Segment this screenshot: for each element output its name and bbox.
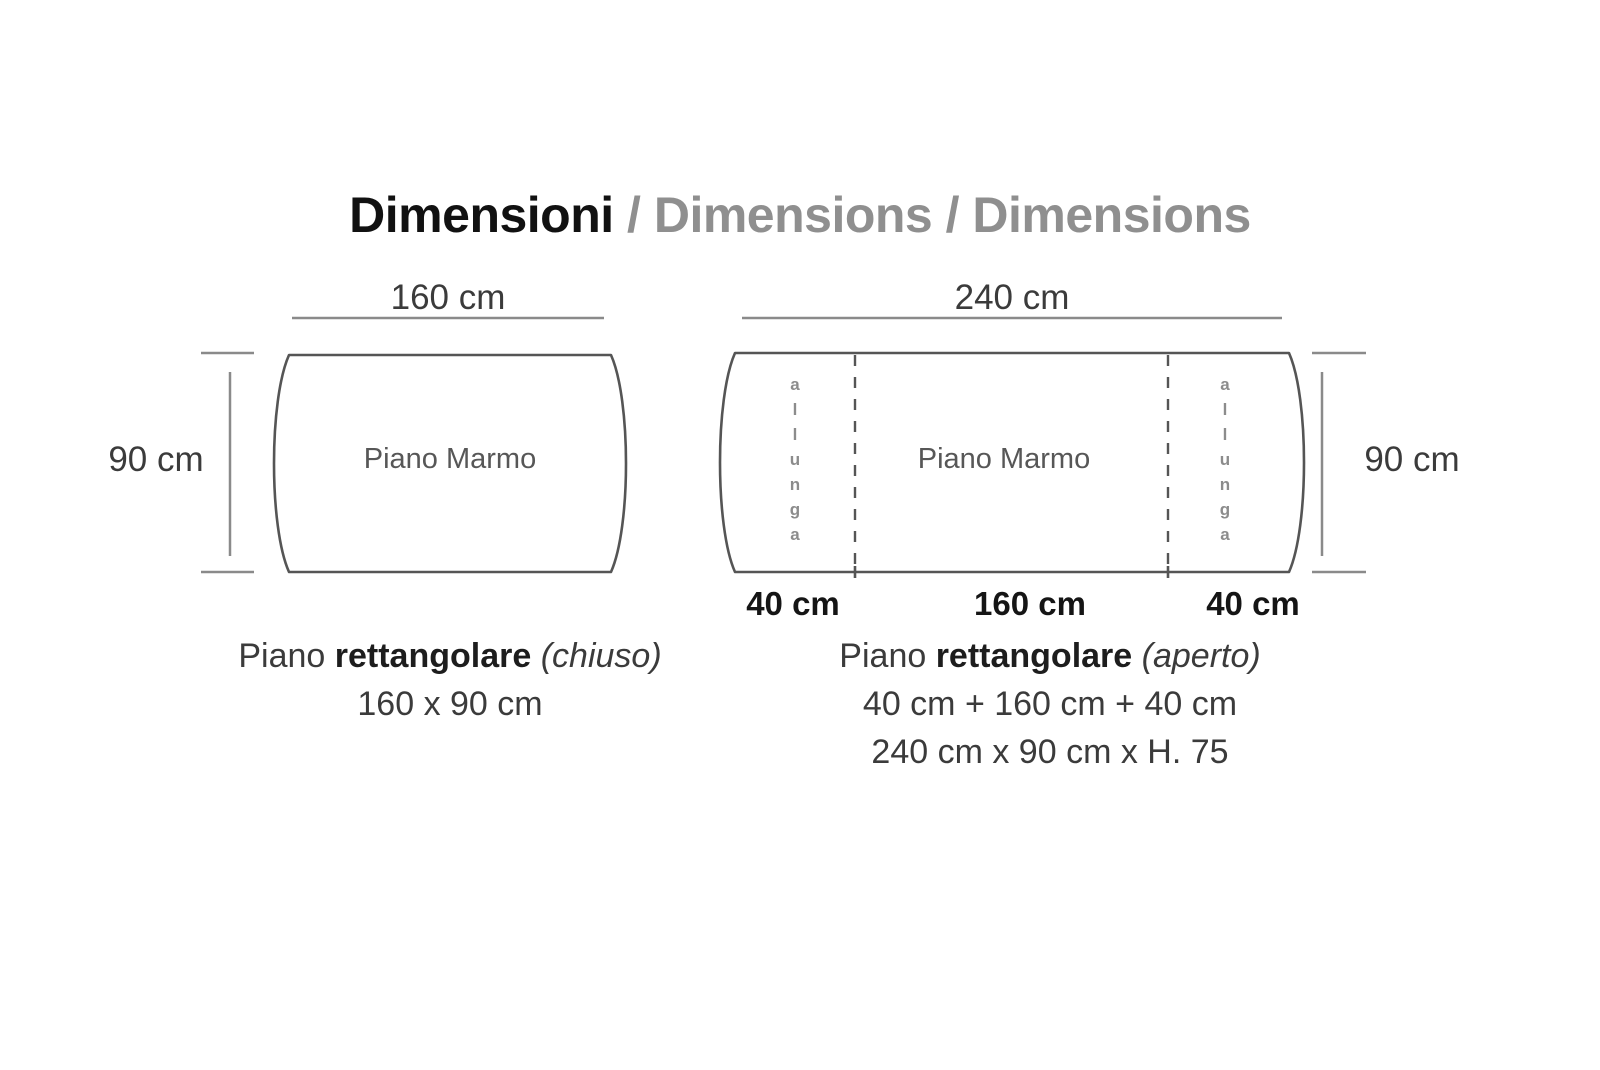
allunga-letter: u — [1219, 450, 1231, 469]
allunga-letter: a — [790, 375, 800, 394]
left-extension-width-label: 40 cm — [746, 585, 840, 622]
left-caption: Piano rettangolare (chiuso) 160 x 90 cm — [130, 632, 770, 728]
allunga-letter: g — [789, 500, 801, 519]
allunga-letter: a — [1220, 525, 1230, 544]
right-caption: Piano rettangolare (aperto) 40 cm + 160 … — [700, 632, 1400, 776]
allunga-letter: a — [790, 525, 800, 544]
left-caption-regular: Piano — [238, 637, 335, 675]
right-table-group — [718, 316, 1366, 578]
left-caption-bold: rettangolare — [334, 637, 532, 675]
right-extension-label: a l l u n g a — [1212, 372, 1238, 547]
allunga-letter: u — [789, 450, 801, 469]
left-extension-label: a l l u n g a — [782, 372, 808, 547]
right-caption-regular: Piano — [839, 637, 936, 675]
title-secondary: / Dimensions / Dimensions — [613, 187, 1251, 243]
right-table-outline — [718, 351, 1306, 574]
allunga-letter: a — [1220, 375, 1230, 394]
right-caption-italic: (aperto) — [1132, 637, 1261, 675]
left-height-label: 90 cm — [108, 440, 204, 479]
left-caption-italic: (chiuso) — [531, 637, 662, 675]
title-primary: Dimensioni — [349, 187, 614, 243]
right-height-label: 90 cm — [1364, 440, 1460, 479]
allunga-letter: l — [792, 400, 798, 419]
left-width-label: 160 cm — [390, 278, 506, 317]
right-width-label: 240 cm — [954, 278, 1070, 317]
allunga-letter: l — [792, 425, 798, 444]
right-caption-dimensions: 240 cm x 90 cm x H. 75 — [871, 733, 1229, 771]
allunga-letter: n — [789, 475, 801, 494]
right-extension-width-label: 40 cm — [1206, 585, 1300, 622]
right-surface-label: Piano Marmo — [917, 443, 1091, 475]
center-width-label: 160 cm — [974, 585, 1086, 622]
allunga-letter: l — [1222, 425, 1228, 444]
page-title: Dimensioni / Dimensions / Dimensions — [0, 186, 1600, 244]
left-table-outline — [272, 353, 628, 574]
right-caption-sum: 40 cm + 160 cm + 40 cm — [862, 685, 1238, 723]
right-caption-title: Piano rettangolare (aperto) — [700, 632, 1400, 680]
left-surface-label: Piano Marmo — [363, 443, 537, 475]
left-table-group — [201, 316, 628, 574]
right-caption-bold: rettangolare — [935, 637, 1133, 675]
left-caption-dimensions: 160 x 90 cm — [357, 685, 543, 723]
allunga-letter: l — [1222, 400, 1228, 419]
allunga-letter: n — [1219, 475, 1231, 494]
left-caption-title: Piano rettangolare (chiuso) — [130, 632, 770, 680]
allunga-letter: g — [1219, 500, 1231, 519]
